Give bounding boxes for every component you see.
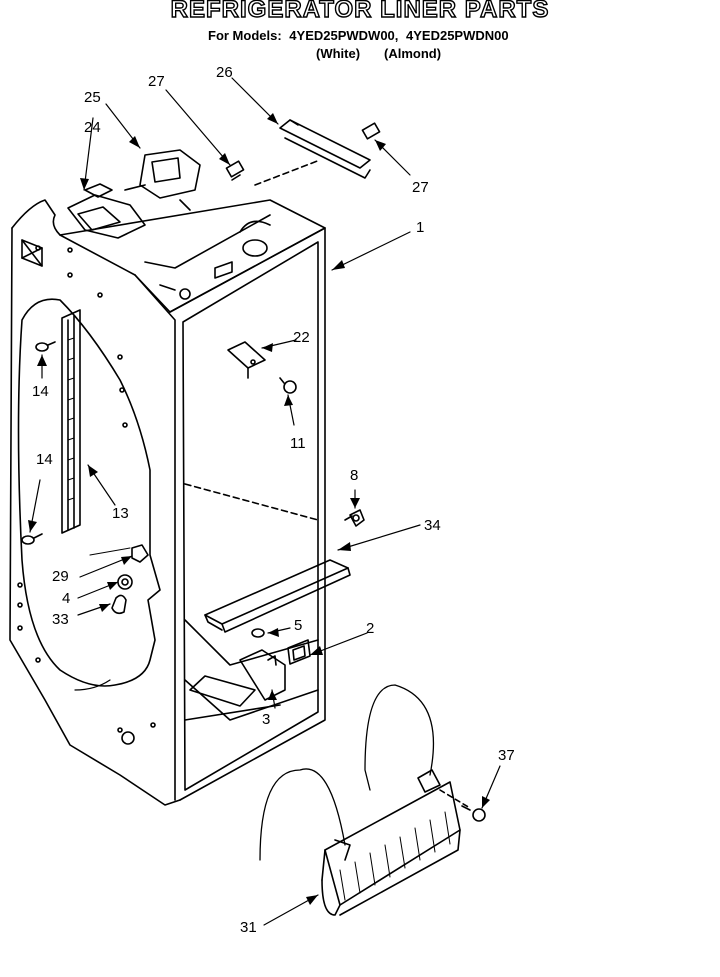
- label-part-14-bottom: 14: [36, 451, 53, 468]
- light-track-13: [61, 309, 81, 534]
- model-number-1: 4YED25PWDW00,: [289, 28, 399, 43]
- bracket-22: [227, 341, 266, 379]
- label-part-13: 13: [112, 505, 129, 522]
- rail-26: [279, 119, 371, 179]
- label-part-33: 33: [52, 611, 69, 628]
- bracket-25: [124, 149, 201, 211]
- model-list: For Models: 4YED25PWDW00, 4YED25PWDN00: [208, 28, 513, 43]
- label-part-14-top: 14: [32, 383, 49, 400]
- label-part-24: 24: [84, 119, 101, 136]
- label-part-1: 1: [416, 219, 424, 236]
- screw-37: [461, 805, 486, 822]
- label-part-26: 26: [216, 64, 233, 81]
- label-part-2: 2: [366, 620, 374, 637]
- control-housing-24: [67, 183, 146, 239]
- shelf-rail-34: [204, 559, 351, 633]
- part-8: [344, 509, 365, 527]
- screw-11: [279, 377, 297, 394]
- screw-27-left: [231, 174, 241, 181]
- models-prefix: For Models:: [208, 28, 282, 43]
- label-part-27-right: 27: [412, 179, 429, 196]
- socket-29: [89, 544, 149, 563]
- bracket-2: [287, 639, 311, 665]
- label-part-4: 4: [62, 590, 70, 607]
- model-number-2: 4YED25PWDN00: [406, 28, 509, 43]
- label-part-22: 22: [293, 329, 310, 346]
- label-part-3: 3: [262, 711, 270, 728]
- label-part-8: 8: [350, 467, 358, 484]
- label-part-34: 34: [424, 517, 441, 534]
- screw-27-left-head: [225, 160, 245, 178]
- label-part-31: 31: [240, 919, 257, 936]
- color-almond: (Almond): [384, 46, 442, 61]
- label-part-29: 29: [52, 568, 69, 585]
- bracket-3: [239, 649, 286, 701]
- drain-tray-31: [259, 684, 461, 916]
- bulb-33: [111, 594, 127, 615]
- page-title: REFRIGERATOR LINER PARTS: [170, 0, 550, 24]
- screw-14-bottom: [21, 533, 43, 545]
- label-part-27-left: 27: [148, 73, 165, 90]
- label-part-37: 37: [498, 747, 515, 764]
- label-part-5: 5: [294, 617, 302, 634]
- part-5: [251, 628, 265, 638]
- label-part-25: 25: [84, 89, 101, 106]
- screw-27-right-head: [361, 122, 381, 140]
- switch-4: [117, 574, 133, 590]
- screw-14-top: [35, 341, 56, 352]
- color-white: (White): [316, 46, 361, 61]
- refrigerator-liner: [9, 199, 326, 806]
- label-part-11: 11: [290, 435, 306, 452]
